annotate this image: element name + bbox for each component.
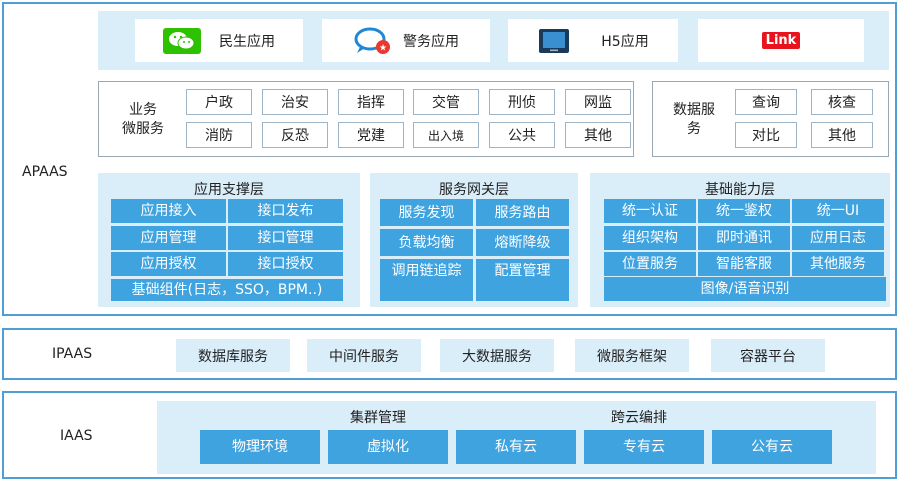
biz-micro-item[interactable]: 反恐 bbox=[262, 122, 328, 148]
apaas-label: APAAS bbox=[22, 164, 68, 180]
biz-micro-item[interactable]: 消防 bbox=[186, 122, 252, 148]
tablet-icon bbox=[537, 27, 571, 55]
iaas-item[interactable]: 虚拟化 bbox=[328, 430, 448, 464]
gateway-cell[interactable]: 负载均衡 bbox=[380, 229, 473, 256]
cluster-management: 集群管理 bbox=[350, 410, 406, 426]
app-support-footer[interactable]: 基础组件(日志，SSO，BPM..) bbox=[111, 279, 343, 301]
biz-micro-item[interactable]: 指挥 bbox=[338, 89, 404, 115]
app-minsheng-label: 民生应用 bbox=[219, 33, 275, 50]
capability-cell[interactable]: 统一UI bbox=[792, 199, 884, 223]
iaas-item[interactable]: 专有云 bbox=[584, 430, 704, 464]
gateway-cell[interactable]: 调用链追踪 bbox=[380, 259, 473, 301]
capability-cell[interactable]: 应用日志 bbox=[792, 226, 884, 250]
app-jingwu-label: 警务应用 bbox=[403, 33, 459, 50]
iaas-label: IAAS bbox=[60, 428, 93, 444]
biz-micro-item[interactable]: 出入境 bbox=[413, 122, 479, 148]
iaas-item[interactable]: 物理环境 bbox=[200, 430, 320, 464]
capability-cell[interactable]: 统一鉴权 bbox=[698, 199, 790, 223]
biz-micro-item[interactable]: 刑侦 bbox=[489, 89, 555, 115]
cross-cloud-orchestration: 跨云编排 bbox=[611, 410, 667, 426]
app-support-cell[interactable]: 应用管理 bbox=[111, 226, 226, 250]
app-support-title: 应用支撑层 bbox=[194, 182, 264, 198]
gateway-cell[interactable]: 配置管理 bbox=[476, 259, 569, 301]
biz-micro-item[interactable]: 治安 bbox=[262, 89, 328, 115]
capability-title: 基础能力层 bbox=[705, 182, 775, 198]
data-service-item[interactable]: 对比 bbox=[735, 122, 797, 148]
iaas-item[interactable]: 私有云 bbox=[456, 430, 576, 464]
capability-cell[interactable]: 组织架构 bbox=[604, 226, 696, 250]
ipaas-item[interactable]: 中间件服务 bbox=[307, 339, 421, 372]
wechat-icon bbox=[163, 27, 201, 54]
capability-cell[interactable]: 位置服务 bbox=[604, 252, 696, 276]
biz-micro-item[interactable]: 党建 bbox=[338, 122, 404, 148]
iaas-item[interactable]: 公有云 bbox=[712, 430, 832, 464]
app-support-cell[interactable]: 接口发布 bbox=[228, 199, 343, 223]
capability-cell[interactable]: 统一认证 bbox=[604, 199, 696, 223]
app-support-cell[interactable]: 接口管理 bbox=[228, 226, 343, 250]
capability-cell[interactable]: 智能客服 bbox=[698, 252, 790, 276]
data-service-item[interactable]: 其他 bbox=[811, 122, 873, 148]
ipaas-item[interactable]: 微服务框架 bbox=[575, 339, 689, 372]
gateway-cell[interactable]: 服务路由 bbox=[476, 199, 569, 226]
data-service-title: 数据服 务 bbox=[673, 102, 715, 137]
app-link[interactable]: Link bbox=[698, 19, 864, 62]
police-chat-icon: ★ bbox=[353, 26, 393, 56]
data-service-item[interactable]: 核查 bbox=[811, 89, 873, 115]
capability-cell[interactable]: 即时通讯 bbox=[698, 226, 790, 250]
capability-cell[interactable]: 其他服务 bbox=[792, 252, 884, 276]
biz-micro-item[interactable]: 网监 bbox=[565, 89, 631, 115]
biz-micro-item[interactable]: 交管 bbox=[413, 89, 479, 115]
app-support-cell[interactable]: 接口授权 bbox=[228, 252, 343, 276]
gateway-title: 服务网关层 bbox=[439, 182, 509, 198]
link-logo: Link bbox=[761, 32, 801, 49]
data-service-item[interactable]: 查询 bbox=[735, 89, 797, 115]
ipaas-item[interactable]: 大数据服务 bbox=[440, 339, 554, 372]
svg-text:★: ★ bbox=[379, 43, 387, 53]
app-minsheng[interactable]: 民生应用 bbox=[135, 19, 303, 62]
app-h5[interactable]: H5应用 bbox=[508, 19, 678, 62]
biz-micro-item[interactable]: 户政 bbox=[186, 89, 252, 115]
ipaas-item[interactable]: 容器平台 bbox=[711, 339, 825, 372]
gateway-cell[interactable]: 熔断降级 bbox=[476, 229, 569, 256]
ipaas-label: IPAAS bbox=[52, 346, 93, 362]
app-support-cell[interactable]: 应用授权 bbox=[111, 252, 226, 276]
capability-footer[interactable]: 图像/语音识别 bbox=[604, 277, 886, 301]
app-jingwu[interactable]: ★ 警务应用 bbox=[322, 19, 490, 62]
biz-micro-title: 业务 微服务 bbox=[122, 102, 164, 137]
biz-micro-item[interactable]: 公共 bbox=[489, 122, 555, 148]
ipaas-item[interactable]: 数据库服务 bbox=[176, 339, 290, 372]
app-h5-label: H5应用 bbox=[601, 33, 649, 50]
app-support-cell[interactable]: 应用接入 bbox=[111, 199, 226, 223]
biz-micro-item[interactable]: 其他 bbox=[565, 122, 631, 148]
gateway-cell[interactable]: 服务发现 bbox=[380, 199, 473, 226]
